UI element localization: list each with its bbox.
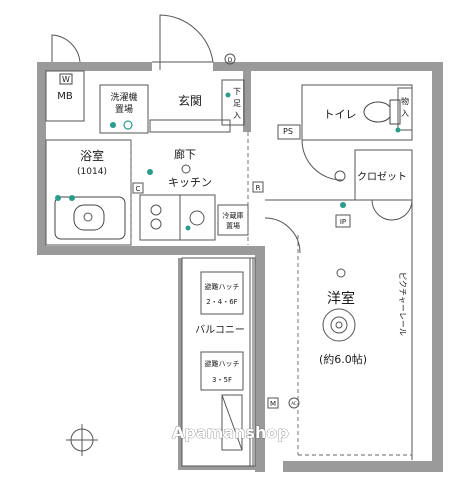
kitchen-area: 廊下 キッチン 冷蔵庫 置場 C R [132, 132, 264, 245]
fridge-label-1: 冷蔵庫 [223, 211, 244, 220]
bath-area: 浴室 (1014) [45, 139, 132, 246]
outer-walls [37, 62, 443, 472]
hatch-upper-label-2: 2・4・6F [206, 298, 237, 306]
shoe-label-3: 入 [233, 111, 241, 120]
c-symbol: C [136, 185, 141, 193]
balcony-area: 避難ハッチ 2・4・6F バルコニー 避難ハッチ 3・5F [181, 257, 256, 467]
storage-label-1: 物 [401, 96, 409, 106]
closet-area: クロゼット IP [334, 149, 413, 228]
toilet-label: トイレ [324, 108, 357, 121]
mb-label: MB [57, 91, 73, 102]
hatch-lower-label-2: 3・5F [212, 376, 232, 384]
laundry-label-1: 洗濯機 [110, 91, 137, 103]
fridge-label-2: 置場 [226, 221, 240, 230]
watermark: Apamanshop [172, 423, 289, 442]
bath-size-label: (1014) [77, 167, 107, 177]
compass-icon [66, 424, 98, 456]
hatch-upper-label-1: 避難ハッチ [205, 282, 240, 291]
laundry-label-2: 置場 [115, 103, 133, 115]
closet-label: クロゼット [357, 171, 407, 183]
r-symbol: R [256, 184, 261, 192]
ps-label: PS [283, 127, 293, 136]
picture-rail-label: ピクチャーレール [398, 272, 407, 336]
ac-symbol: AC [291, 401, 297, 406]
western-room-area: 洋室 (約6.0帖) ピクチャーレール M AC [264, 199, 413, 460]
m-symbol: M [270, 400, 276, 408]
hatch-lower-label-1: 避難ハッチ [205, 359, 240, 368]
entrance-area: 玄関 下 足 入 D [149, 14, 245, 133]
toilet-area: トイレ 物 入 PS [277, 84, 413, 181]
room-size-label: (約6.0帖) [319, 352, 367, 366]
laundry-area: 洗濯機 置場 [99, 84, 149, 134]
bath-label: 浴室 [80, 148, 104, 163]
kitchen-label: キッチン [168, 176, 212, 189]
shoe-label-1: 下 [233, 87, 241, 96]
hallway-label: 廊下 [174, 147, 196, 161]
w-symbol: W [62, 75, 70, 84]
ip-symbol: IP [340, 218, 346, 226]
d-symbol: D [228, 57, 233, 64]
storage-label-2: 入 [401, 109, 409, 118]
shoe-label-2: 足 [233, 99, 241, 108]
entrance-label: 玄関 [178, 93, 202, 108]
mb-area: W MB [45, 34, 85, 122]
western-room-label: 洋室 [327, 290, 355, 307]
balcony-label: バルコニー [195, 324, 245, 336]
